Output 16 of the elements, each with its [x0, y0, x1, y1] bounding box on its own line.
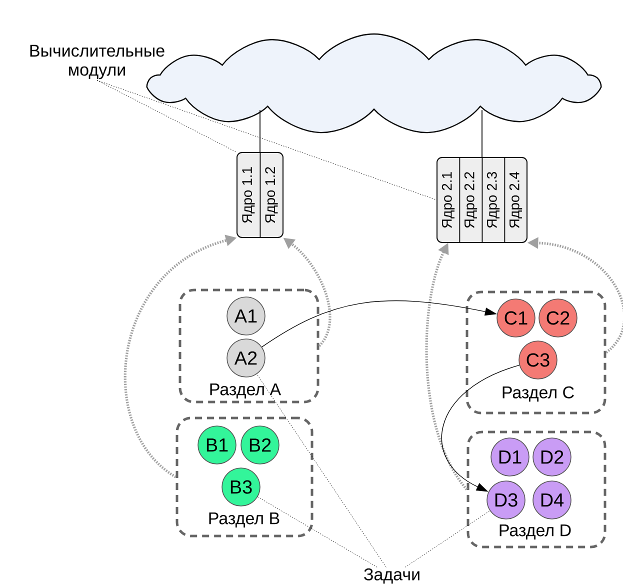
leader-line [256, 374, 386, 568]
leader-line [257, 496, 378, 568]
leader-line [96, 80, 438, 200]
annotation-label: Вычислительные модули [30, 44, 164, 80]
leader-line [404, 510, 490, 568]
core-group-box [236, 152, 284, 238]
core-label: Ядро 1.2 [265, 167, 278, 223]
core-label: Ядро 2.4 [509, 172, 522, 228]
leader-line [96, 80, 238, 153]
core-label: Ядро 2.2 [464, 172, 478, 228]
core-label: Ядро 1.1 [242, 167, 255, 223]
core-label: Ядро 2.1 [442, 172, 455, 228]
arrow [441, 364, 520, 492]
core-label: Ядро 2.3 [486, 172, 500, 228]
core-group-box [436, 157, 528, 243]
annotation-label: Задачи [364, 568, 420, 584]
